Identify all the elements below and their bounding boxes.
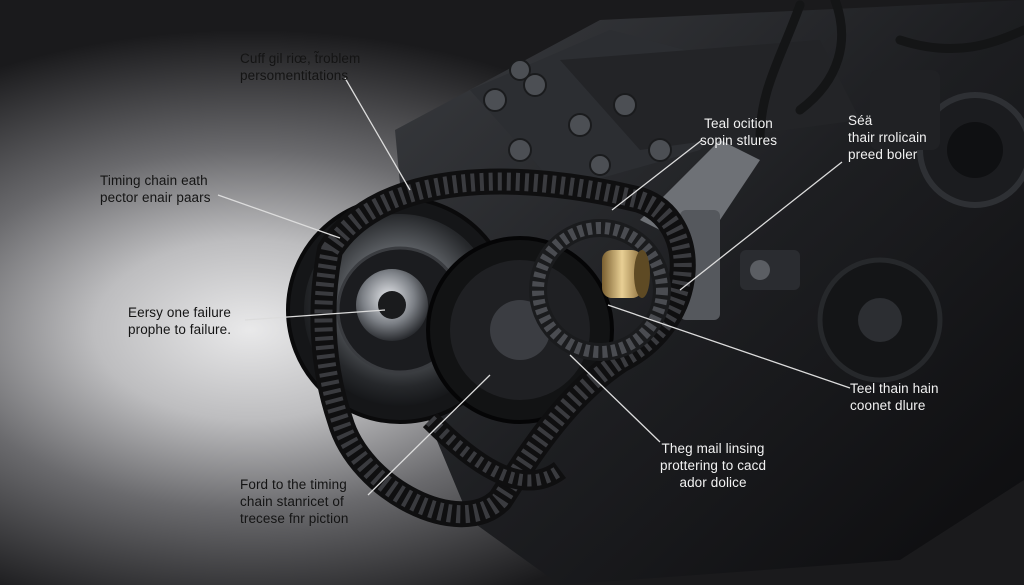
- right-components: [740, 70, 1024, 383]
- sprocket: [529, 219, 671, 361]
- cam-cover-bolts: [483, 59, 672, 176]
- leader-lines: [217, 77, 851, 496]
- crank-pulley: [286, 196, 514, 424]
- annotation-teal-ocition: Teal ocition sopin stlures: [700, 116, 778, 148]
- annotation-timing-chain: Timing chain eath pector enair paars: [100, 173, 211, 205]
- annotation-theg-mail: Theg mail linsing prottering to cacd ado…: [660, 441, 767, 490]
- annotation-top-left: Cuff gil riœ, t̃roblem persomentitations: [240, 51, 361, 83]
- annotation-teel-thain: Teel thain hain coonet dlure: [850, 381, 939, 413]
- timing-chain: [310, 168, 696, 528]
- brass-bushing: [602, 250, 650, 298]
- lower-chain: [422, 412, 566, 491]
- hoses: [755, 0, 1024, 145]
- annotation-seta: Séä thair rrolicain preed boler: [848, 113, 927, 162]
- annotation-failure: Eersy one failure prophe to failure.: [128, 305, 232, 337]
- annotation-ford: Ford to the timing chain stanricet of tr…: [240, 477, 349, 526]
- cam-gear: [426, 236, 614, 424]
